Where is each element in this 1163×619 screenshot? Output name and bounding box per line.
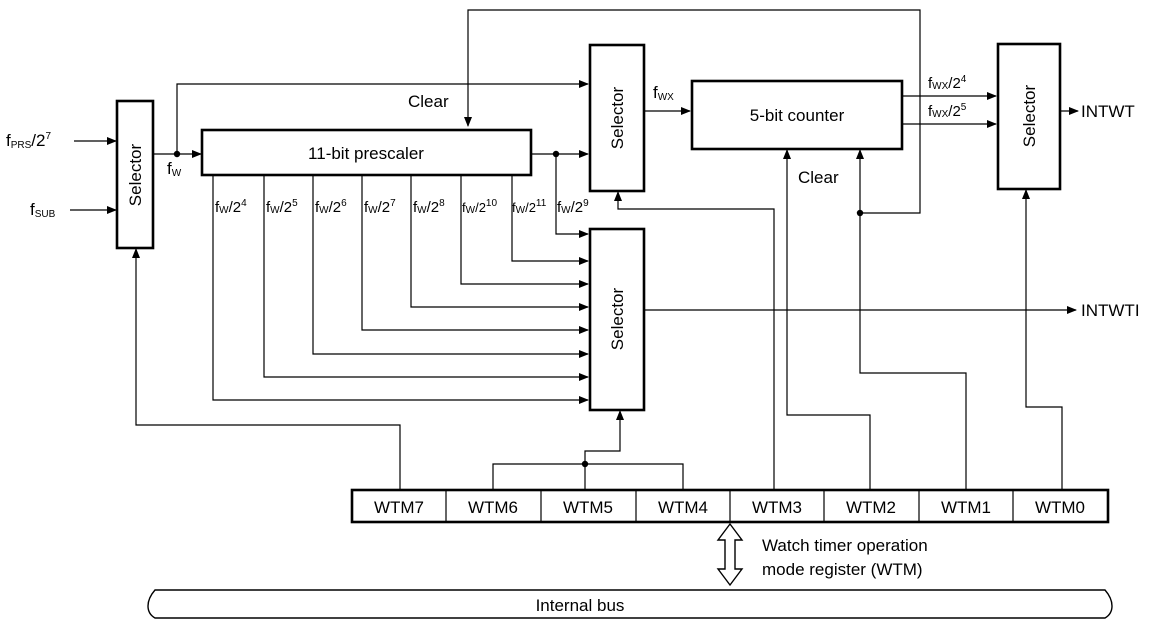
junction-dots [173, 150, 864, 468]
clear-label-prescaler: Clear [408, 92, 449, 111]
counter-tap-label: fWX/24 [928, 74, 967, 92]
fwx-label: fWX [653, 83, 674, 103]
register-bit: WTM5 [563, 498, 613, 517]
selector-intwt: Selector [996, 42, 1062, 191]
tap-label: fW/29 [557, 198, 589, 216]
register-bit: WTM3 [752, 498, 802, 517]
tap-label: fW/25 [266, 198, 298, 216]
tap-label: fW/28 [413, 198, 445, 216]
selector-intwti: Selector [588, 227, 646, 412]
prescaler-block: 11-bit prescaler [200, 128, 533, 177]
counter-tap-label: fWX/25 [928, 102, 967, 120]
register-bit: WTM1 [941, 498, 991, 517]
output-intwt-label: INTWT [1081, 102, 1135, 121]
input-fprs-label: fPRS/27 [6, 131, 51, 151]
tap-label: fW/26 [315, 198, 347, 216]
bus-connection-arrow [716, 522, 744, 587]
input-fsub-label: fSUB [30, 200, 56, 220]
selector-intwti-label: Selector [608, 287, 627, 350]
tap-label: fW/210 [462, 198, 497, 216]
tap-label: fW/27 [364, 198, 396, 216]
fw-label: fW [167, 159, 182, 179]
counter-label: 5-bit counter [750, 106, 845, 125]
register-caption-line1: Watch timer operation [762, 536, 928, 555]
internal-bus-label: Internal bus [536, 596, 625, 615]
prescaler-label: 11-bit prescaler [308, 144, 424, 163]
clear-label-counter: Clear [798, 168, 839, 187]
internal-bus: Internal bus [147, 589, 1113, 619]
register-bit: WTM6 [468, 498, 518, 517]
tap-label: fW/24 [215, 198, 247, 216]
register-caption-line2: mode register (WTM) [762, 560, 923, 579]
selector-input: Selector [115, 99, 155, 250]
selector-count-source: Selector [588, 43, 646, 193]
tap-label: fW/211 [512, 198, 547, 216]
wtm-register: WTM7 WTM6 WTM5 WTM4 WTM3 WTM2 WTM1 WTM0 [350, 488, 1110, 524]
counter-block: 5-bit counter [690, 79, 904, 151]
register-bit: WTM4 [658, 498, 708, 517]
selector-input-label: Selector [126, 143, 145, 206]
register-bit: WTM7 [374, 498, 424, 517]
output-intwti-label: INTWTI [1081, 301, 1140, 320]
selector-intwt-label: Selector [1020, 84, 1039, 147]
prescaler-tap-labels: fW/24 fW/25 fW/26 fW/27 fW/28 fW/210 fW/… [215, 198, 589, 216]
register-bit: WTM0 [1035, 498, 1085, 517]
wires [70, 9, 1079, 490]
register-bit: WTM2 [846, 498, 896, 517]
selector-count-source-label: Selector [608, 86, 627, 149]
